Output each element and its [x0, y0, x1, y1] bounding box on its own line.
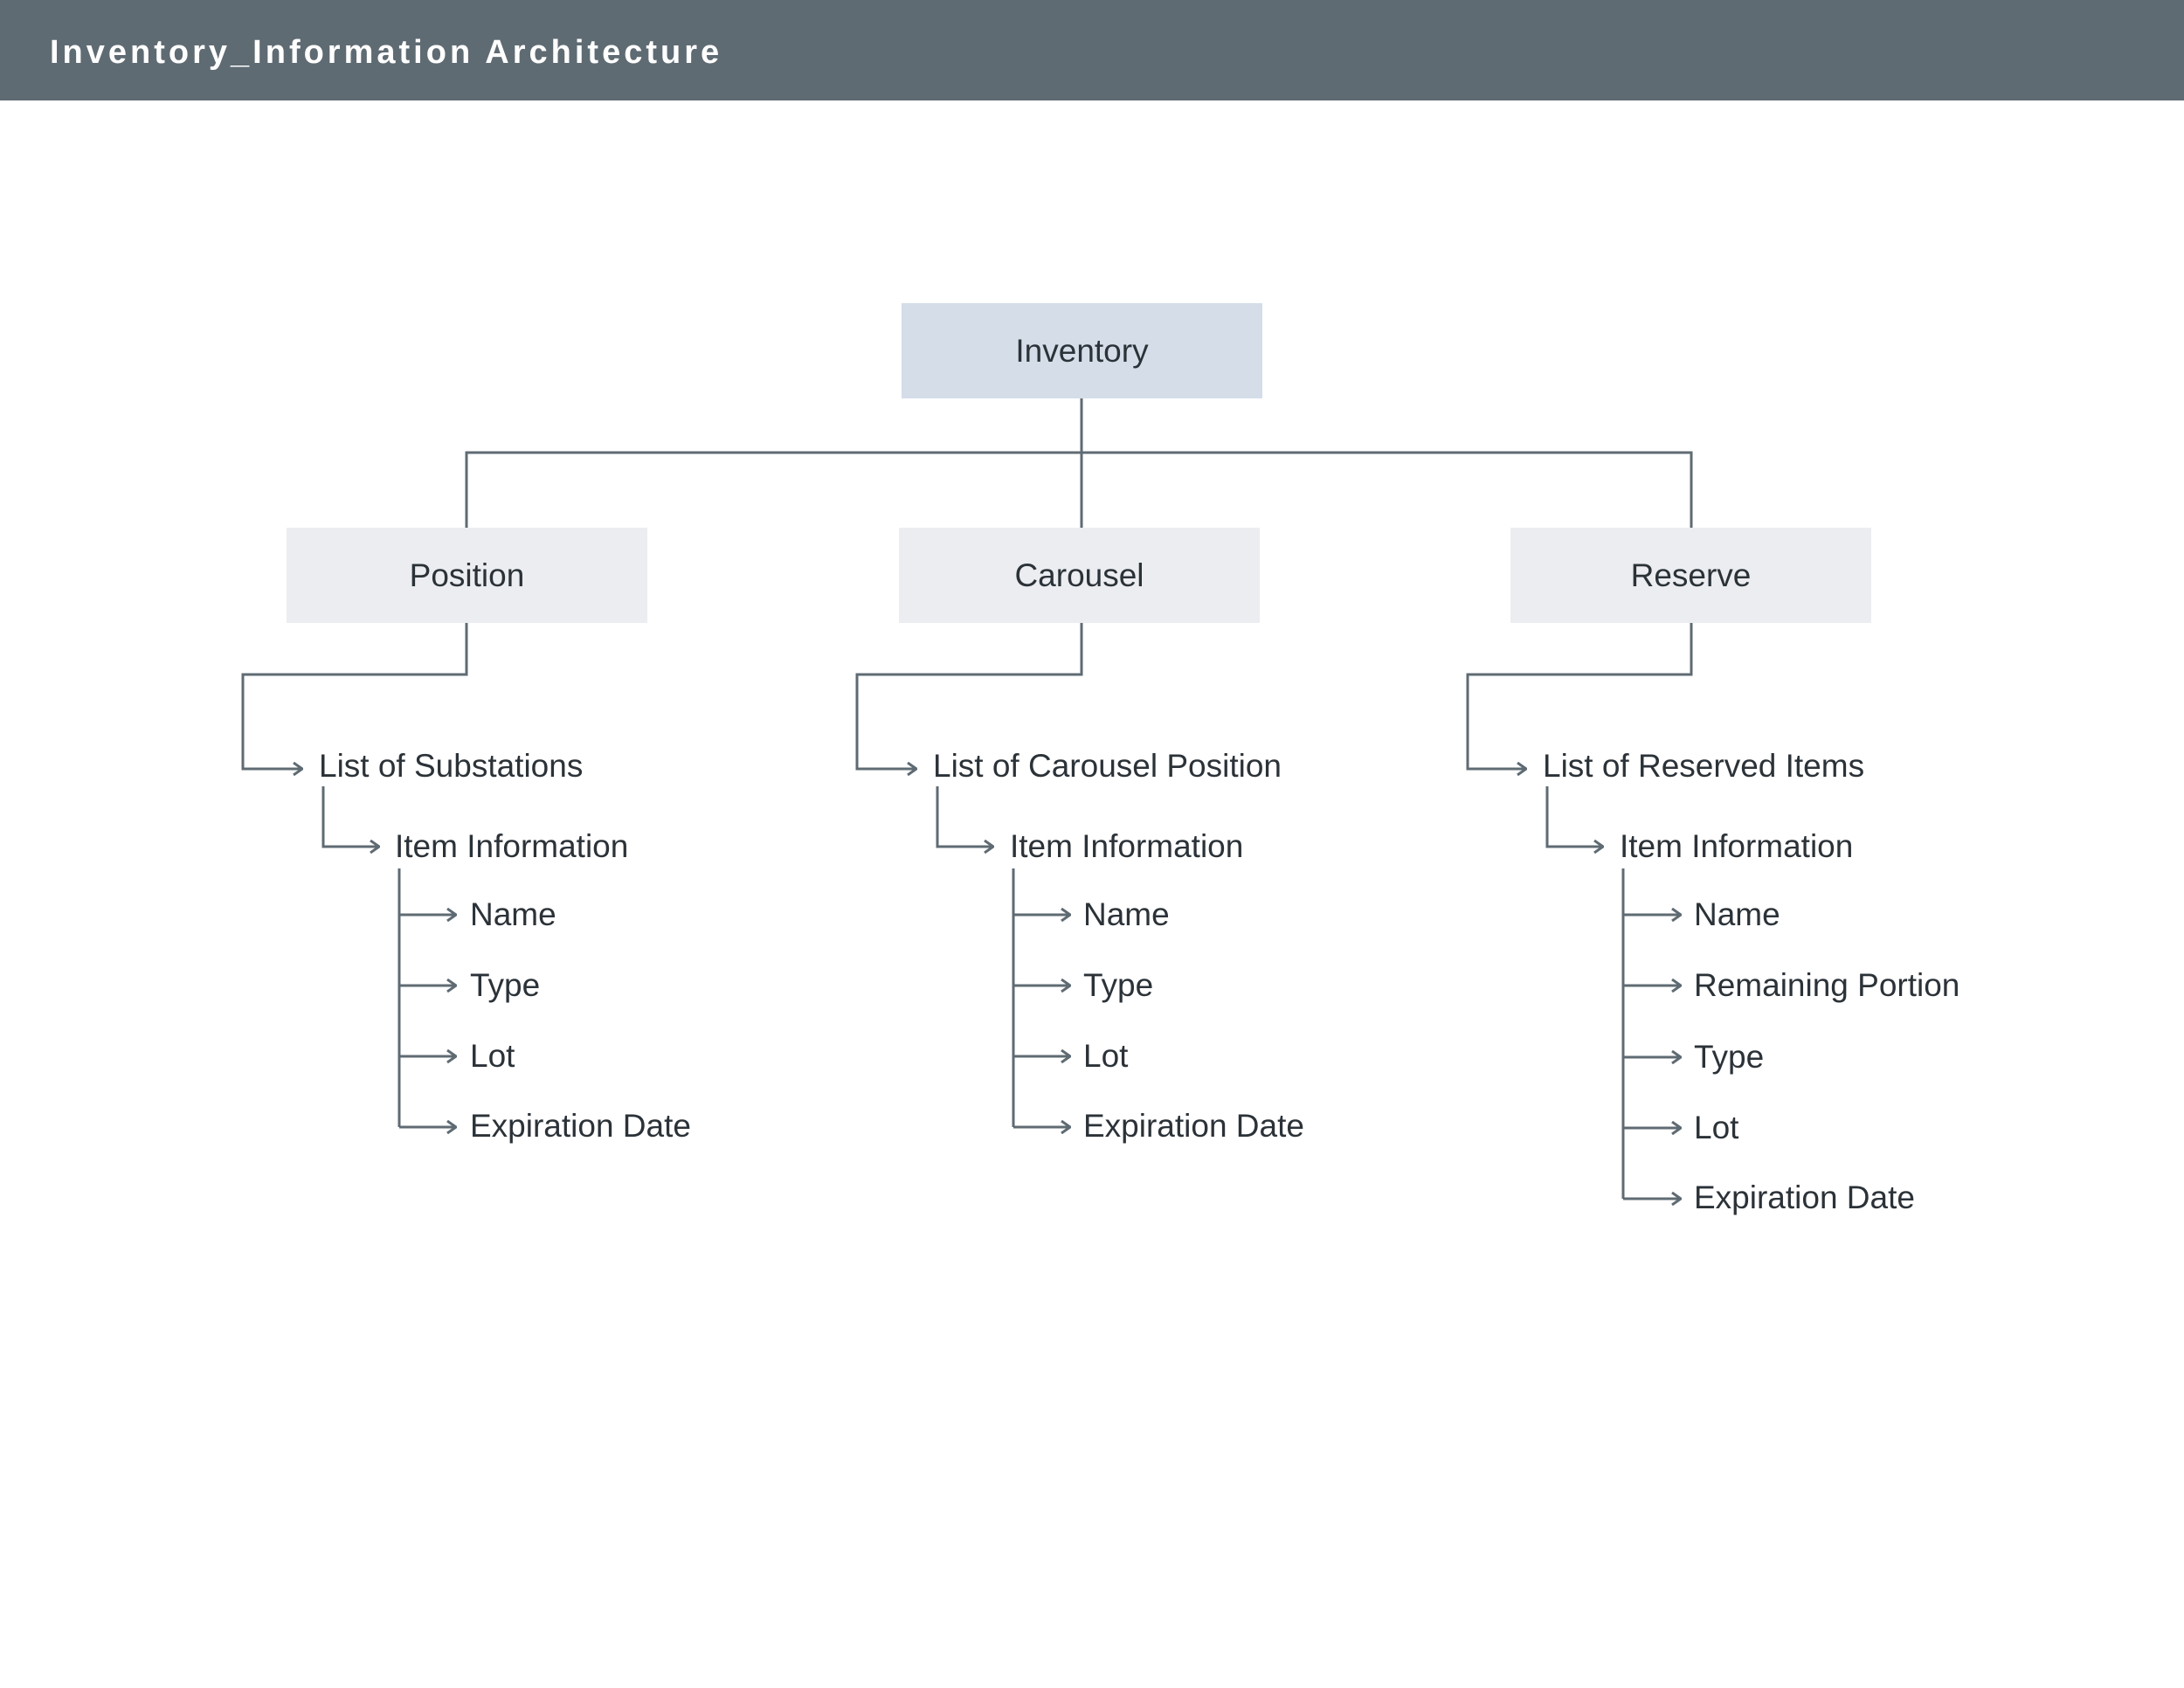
page-title: Inventory_Information Architecture: [50, 34, 723, 71]
field-node: Lot: [1083, 1038, 1129, 1074]
connector-arrow: [1466, 623, 1693, 769]
connector-arrow: [241, 623, 468, 769]
connector-arrow: [1545, 786, 1603, 847]
field-node: Name: [470, 896, 556, 932]
item-information-node: Item Information: [1620, 828, 1854, 864]
field-node: Expiration Date: [1083, 1108, 1304, 1144]
field-node: Type: [470, 967, 541, 1003]
node-reserve: Reserve: [1510, 528, 1871, 623]
connector-arrow: [855, 623, 1083, 769]
node-inventory: Inventory: [902, 303, 1262, 398]
item-information-node: Item Information: [395, 828, 629, 864]
field-node: Expiration Date: [1694, 1180, 1915, 1215]
node-position: Position: [287, 528, 647, 623]
field-node: Expiration Date: [470, 1108, 691, 1144]
field-node: Name: [1694, 896, 1780, 932]
header-bar: Inventory_Information Architecture: [0, 0, 2184, 100]
field-node: Type: [1694, 1039, 1765, 1075]
node-label: Inventory: [1015, 332, 1149, 369]
node-label: Carousel: [1014, 557, 1144, 593]
node-carousel: Carousel: [899, 528, 1260, 623]
list-node: List of Reserved Items: [1543, 748, 1865, 784]
node-label: Position: [409, 557, 525, 593]
field-node: Name: [1083, 896, 1170, 932]
connector-arrow: [936, 786, 993, 847]
field-node: Lot: [1694, 1110, 1739, 1145]
item-information-node: Item Information: [1010, 828, 1244, 864]
field-node: Type: [1083, 967, 1154, 1003]
field-node: Remaining Portion: [1694, 967, 1960, 1003]
list-node: List of Carousel Position: [933, 748, 1282, 784]
node-label: Reserve: [1630, 557, 1752, 593]
field-node: Lot: [470, 1038, 515, 1074]
connector-arrow: [321, 786, 379, 847]
connector-line: [465, 451, 1693, 528]
list-node: List of Substations: [319, 748, 584, 784]
